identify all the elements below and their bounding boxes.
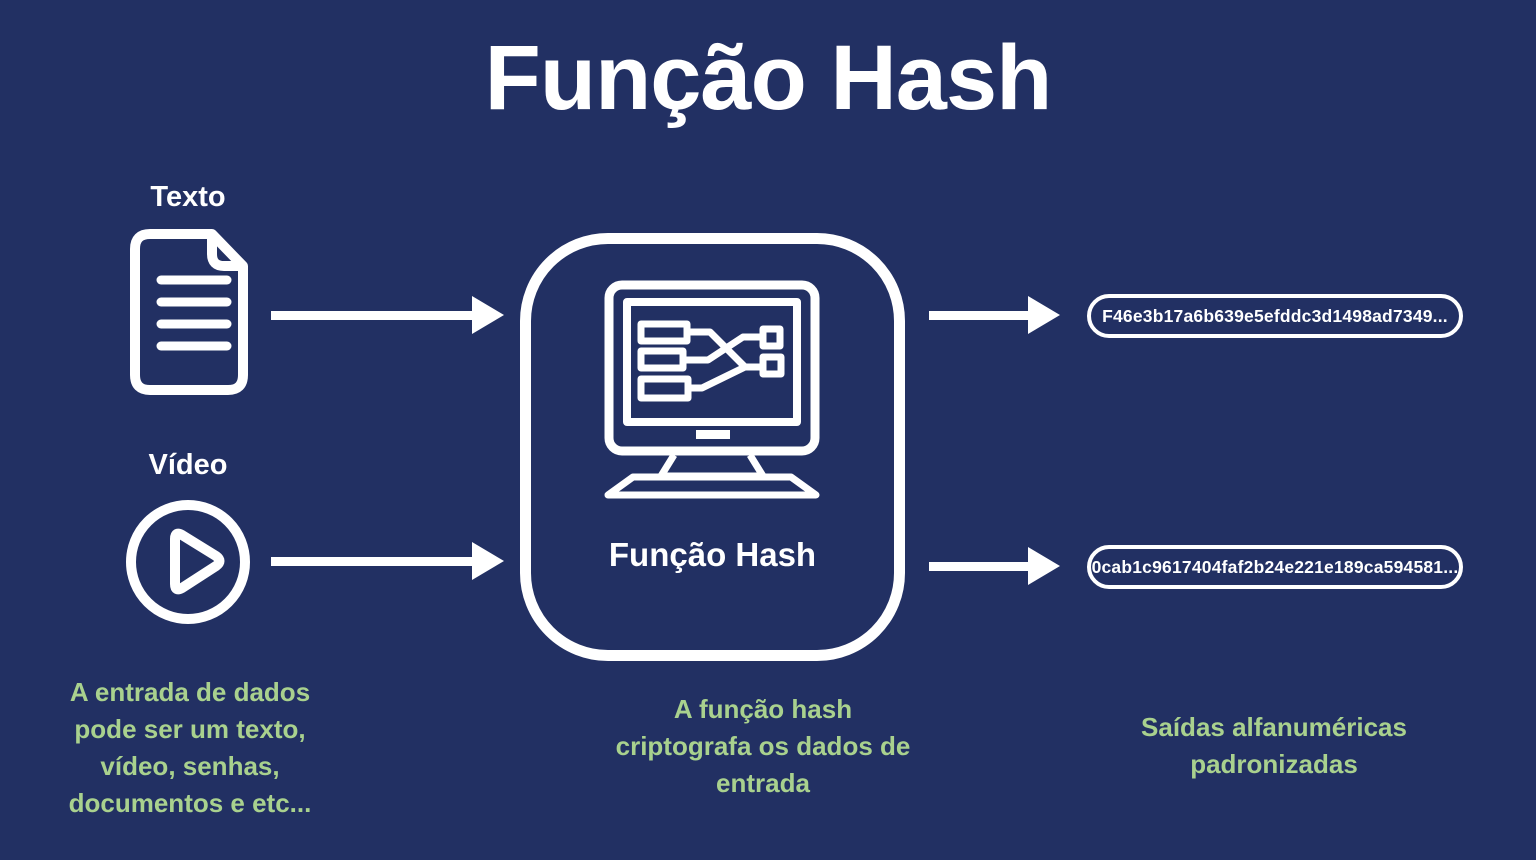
video-play-icon xyxy=(126,500,250,624)
hash-function-label: Função Hash xyxy=(608,536,817,573)
hash-output-bottom: 0cab1c9617404faf2b24e221e189ca594581... xyxy=(1087,545,1463,589)
input-label-texto: Texto xyxy=(150,181,226,213)
arrow-hash-to-output-top-icon xyxy=(929,296,1060,334)
hash-output-top: F46e3b17a6b639e5efddc3d1498ad7349... xyxy=(1087,294,1463,338)
caption-outputs: Saídas alfanuméricas padronizadas xyxy=(1141,712,1407,779)
document-icon xyxy=(130,229,248,395)
arrow-video-to-hash-icon xyxy=(271,542,504,580)
input-label-video: Vídeo xyxy=(148,449,228,481)
bottom-border xyxy=(0,860,1536,863)
caption-processor: A função hash criptografa os dados de en… xyxy=(615,694,911,798)
computer-hash-flowchart-icon xyxy=(604,280,820,499)
caption-inputs: A entrada de dados pode ser um texto, ví… xyxy=(68,677,312,818)
arrow-hash-to-output-bottom-icon xyxy=(929,547,1060,585)
page-title: Função Hash xyxy=(484,27,1053,129)
arrow-texto-to-hash-icon xyxy=(271,296,504,334)
hash-function-box: Função Hash xyxy=(520,233,905,661)
